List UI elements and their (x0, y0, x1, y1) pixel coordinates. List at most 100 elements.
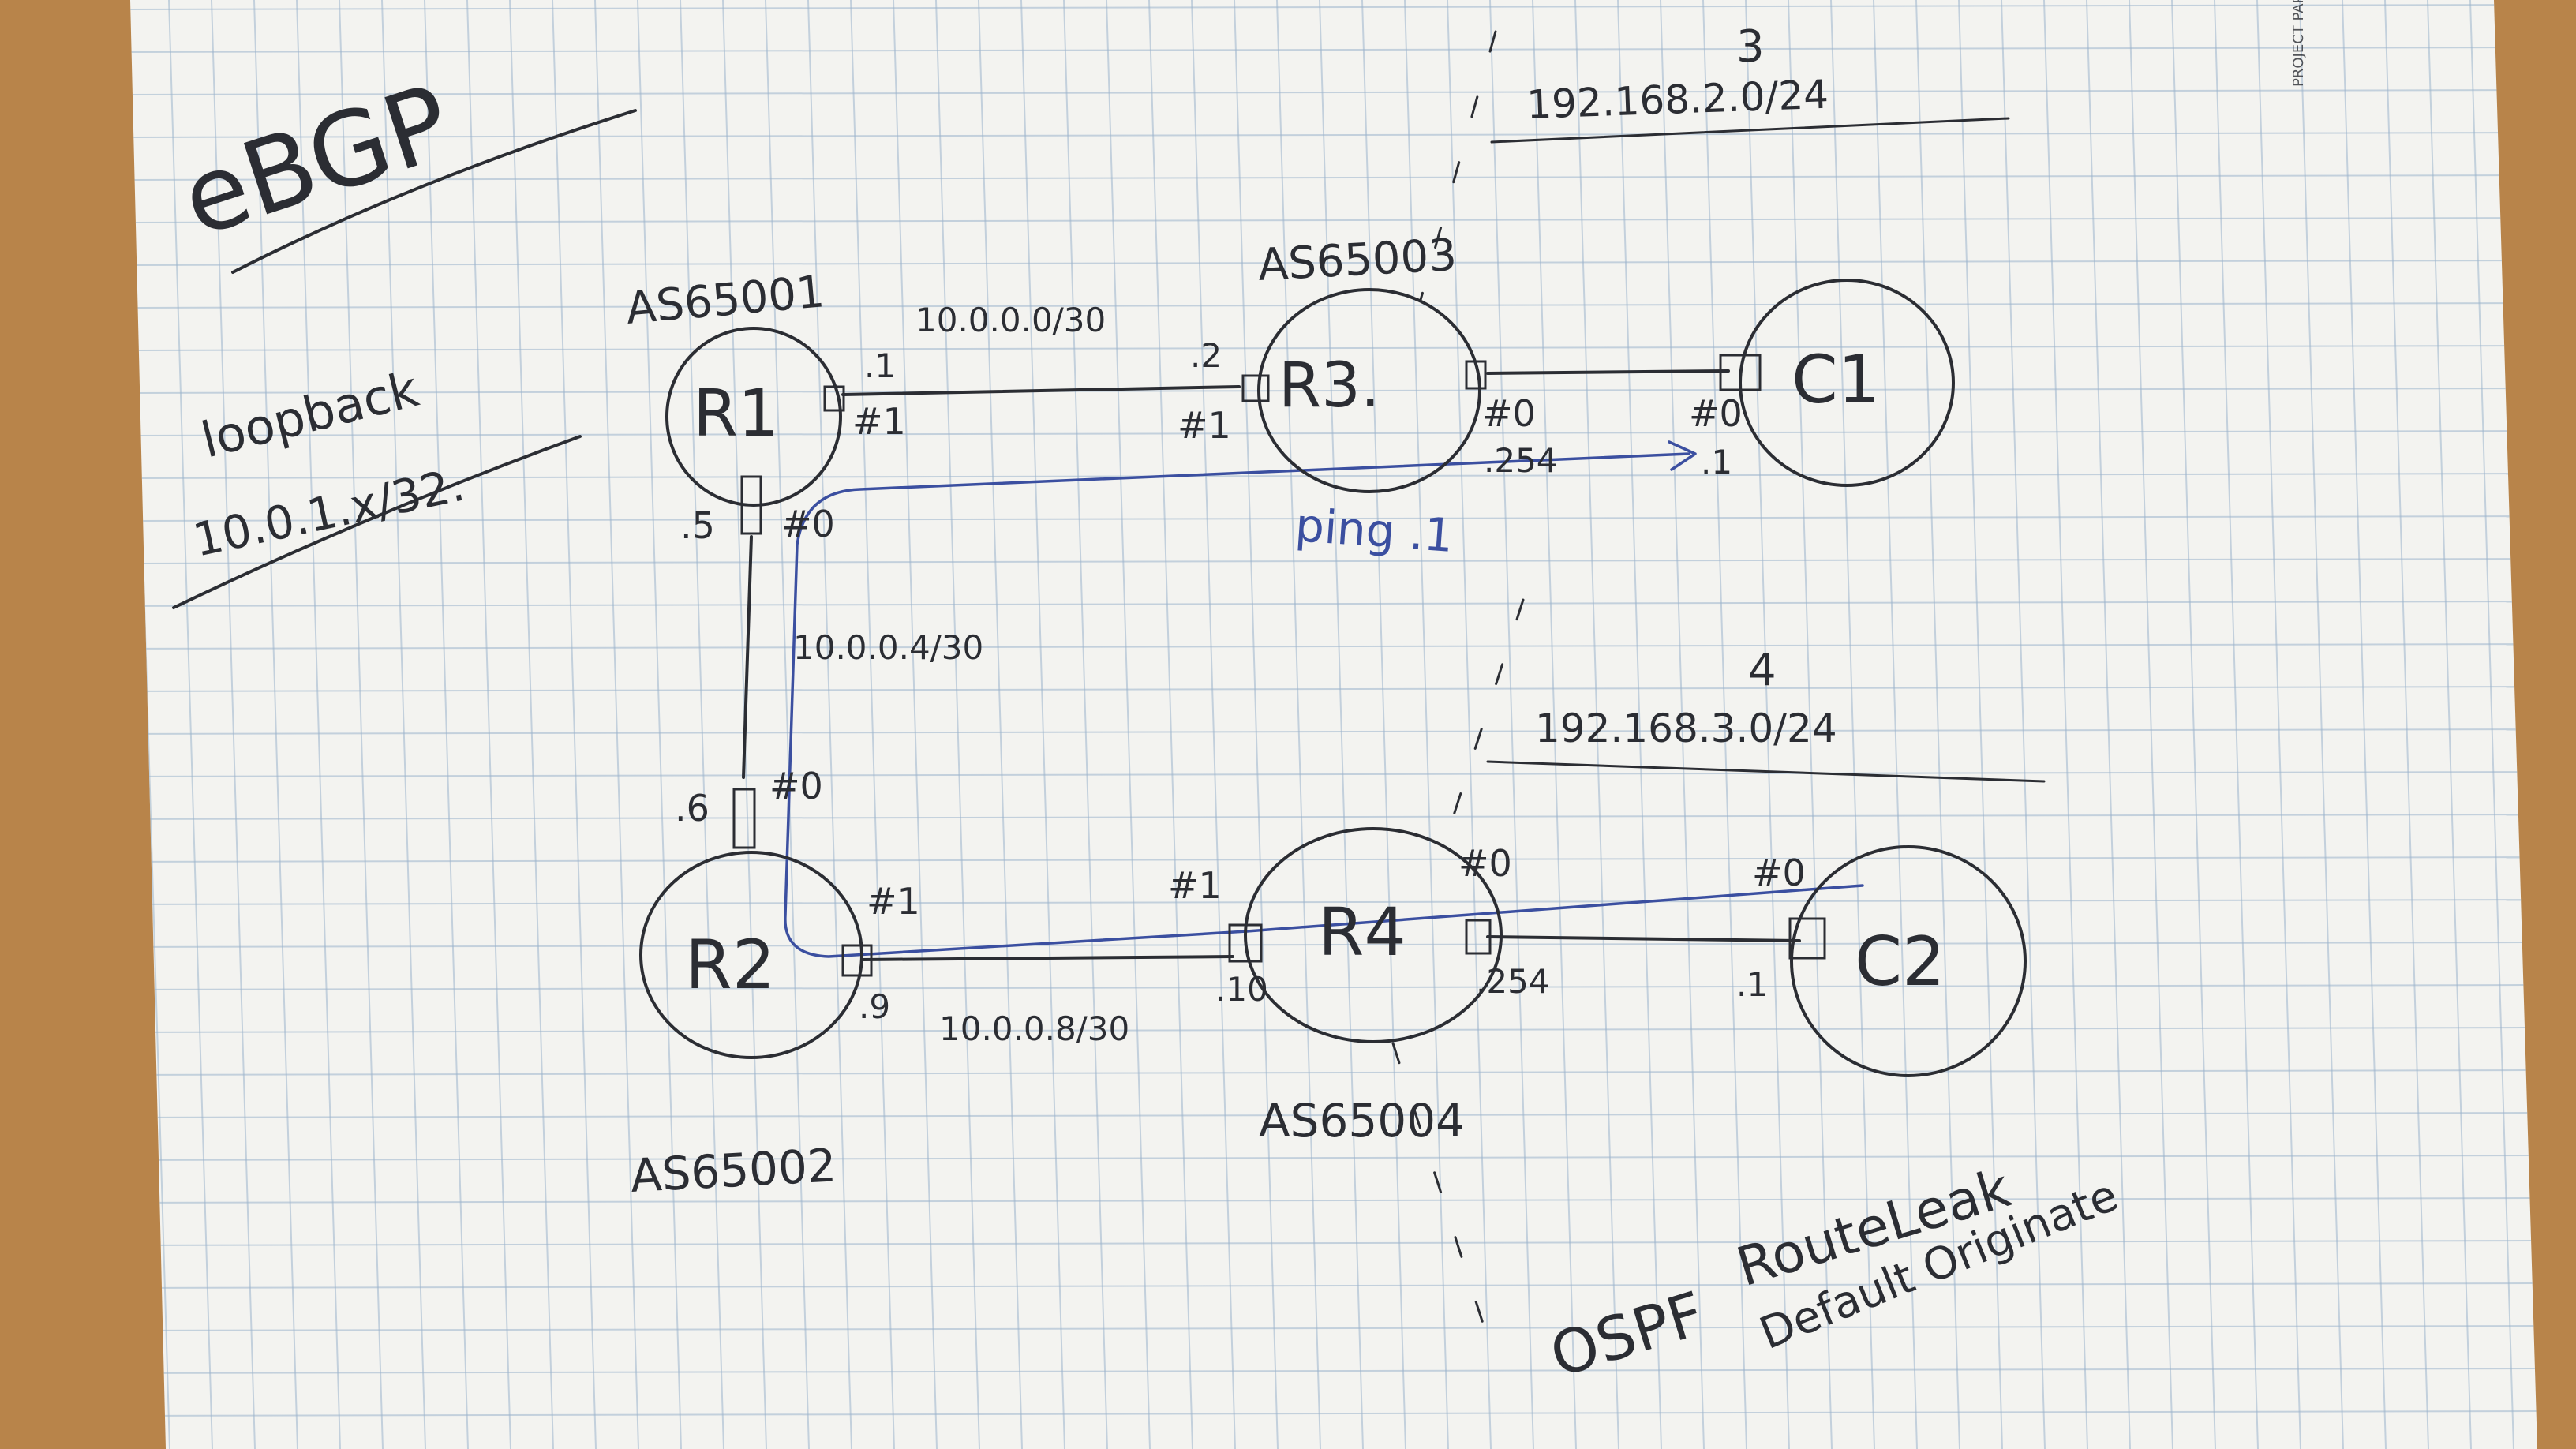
grid-line-vertical (1574, 0, 1619, 1449)
port-r1-1 (823, 385, 845, 412)
ip-r3-c1-c1: .1 (1701, 443, 1732, 481)
grid-line-vertical (1617, 0, 1662, 1449)
grid-line-horizontal (130, 1069, 2537, 1076)
grid-line-horizontal (130, 515, 2537, 522)
grid-line-horizontal (130, 1027, 2537, 1033)
subnet-r1-r3: 10.0.0.0/30 (915, 301, 1106, 339)
grid-line-horizontal (130, 1282, 2537, 1289)
router-r2 (639, 851, 863, 1059)
grid-line-horizontal (130, 1240, 2537, 1246)
link-r1-r3 (841, 385, 1241, 396)
grid-line-vertical (1788, 0, 1833, 1449)
grid-line-horizontal (130, 643, 2537, 650)
grid-line-vertical (850, 0, 895, 1449)
grid-line-horizontal (130, 1368, 2537, 1374)
router-r3-label: R3. (1279, 350, 1380, 421)
port-label-r3-1: #1 (1178, 404, 1231, 447)
link-r1-r2 (742, 535, 753, 779)
grid-line-horizontal (130, 47, 2537, 53)
grid-line-vertical (1234, 0, 1279, 1449)
grid-line-vertical (509, 0, 554, 1449)
lan3-underline (1490, 117, 2010, 144)
lan4-subnet: 192.168.3.0/24 (1535, 706, 1837, 751)
port-label-c1-0: #0 (1689, 392, 1743, 435)
grid-line-horizontal (130, 984, 2537, 990)
link-r4-c2 (1486, 935, 1801, 942)
grid-line-vertical (2001, 0, 2046, 1449)
grid-line-vertical (2171, 0, 2216, 1449)
link-r2-r4 (860, 955, 1234, 961)
client-c2 (1790, 845, 2027, 1077)
grid-line-vertical (1532, 0, 1577, 1449)
router-r3 (1257, 288, 1481, 493)
grid-line-vertical (1191, 0, 1236, 1449)
grid-line-vertical (807, 0, 852, 1449)
title-underline (231, 109, 637, 274)
grid-line-vertical (935, 0, 980, 1449)
grid-line-vertical (680, 0, 724, 1449)
ping-note: ping .1 (1294, 498, 1455, 563)
link-r3-c1 (1486, 369, 1730, 375)
grid-line-horizontal (130, 558, 2537, 564)
grid-line-vertical (253, 0, 298, 1449)
subnet-r2-r4: 10.0.0.8/30 (939, 1009, 1129, 1048)
ip-r1-r3-r1: .1 (864, 346, 896, 385)
grid-line-horizontal (130, 174, 2537, 181)
grid-line-horizontal (130, 260, 2537, 266)
grid-line-vertical (1361, 0, 1406, 1449)
grid-line-horizontal (130, 1197, 2537, 1204)
grid-line-vertical (211, 0, 256, 1449)
port-c1-0 (1719, 354, 1762, 391)
ping-arrowhead (1668, 440, 1697, 471)
ip-r4-c2-r4: .254 (1476, 962, 1550, 1001)
grid-line-vertical (296, 0, 341, 1449)
grid-line-vertical (1745, 0, 1790, 1449)
port-r4-0 (1465, 919, 1492, 955)
grid-line-horizontal (130, 1155, 2537, 1161)
lan3-number: 3 (1736, 21, 1765, 73)
grid-line-vertical (978, 0, 1023, 1449)
grid-line-vertical (1148, 0, 1193, 1449)
grid-line-vertical (1873, 0, 1918, 1449)
loopback-underline (172, 435, 582, 609)
as-label-r4: AS65004 (1259, 1094, 1465, 1148)
lan3-subnet: 192.168.2.0/24 (1526, 72, 1829, 128)
port-label-r4-0: #0 (1458, 842, 1512, 885)
grid-line-vertical (2299, 0, 2344, 1449)
grid-line-horizontal (130, 856, 2537, 863)
ping-path (784, 452, 1864, 958)
ip-r3-c1-r3: .254 (1484, 441, 1558, 480)
router-r1-label: R1 (693, 376, 779, 451)
grid-line-vertical (2214, 0, 2259, 1449)
graph-grid (130, 0, 2537, 1449)
grid-line-horizontal (130, 132, 2537, 138)
lan4-connector-upper (1443, 598, 1525, 846)
grid-line-vertical (1447, 0, 1492, 1449)
grid-line-vertical (2384, 0, 2429, 1449)
port-label-r2-1: #1 (867, 880, 920, 923)
grid-line-vertical (2043, 0, 2088, 1449)
grid-line-vertical (552, 0, 597, 1449)
client-c1-label: C1 (1792, 341, 1880, 418)
grid-line-vertical (1958, 0, 2003, 1449)
router-r4-label: R4 (1318, 893, 1406, 971)
grid-line-vertical (1702, 0, 1747, 1449)
as-label-r3: AS65003 (1256, 230, 1458, 291)
port-label-r1-1: #1 (852, 400, 906, 443)
lan4-underline (1486, 760, 2046, 783)
port-label-r3-0: #0 (1482, 392, 1536, 435)
ip-r4-c2-c2: .1 (1736, 965, 1768, 1004)
grid-line-vertical (1063, 0, 1108, 1449)
grid-line-vertical (1915, 0, 1960, 1449)
port-r1-0 (740, 475, 762, 535)
grid-line-vertical (424, 0, 469, 1449)
grid-line-horizontal (130, 388, 2537, 394)
brand-text: PROJECT PAPER (2290, 0, 2307, 87)
grid-line-vertical (1830, 0, 1875, 1449)
port-r4-1 (1228, 923, 1263, 963)
grid-line-vertical (1276, 0, 1321, 1449)
port-label-r4-1: #1 (1168, 864, 1222, 907)
grid-line-vertical (765, 0, 810, 1449)
grid-line-horizontal (130, 4, 2537, 10)
